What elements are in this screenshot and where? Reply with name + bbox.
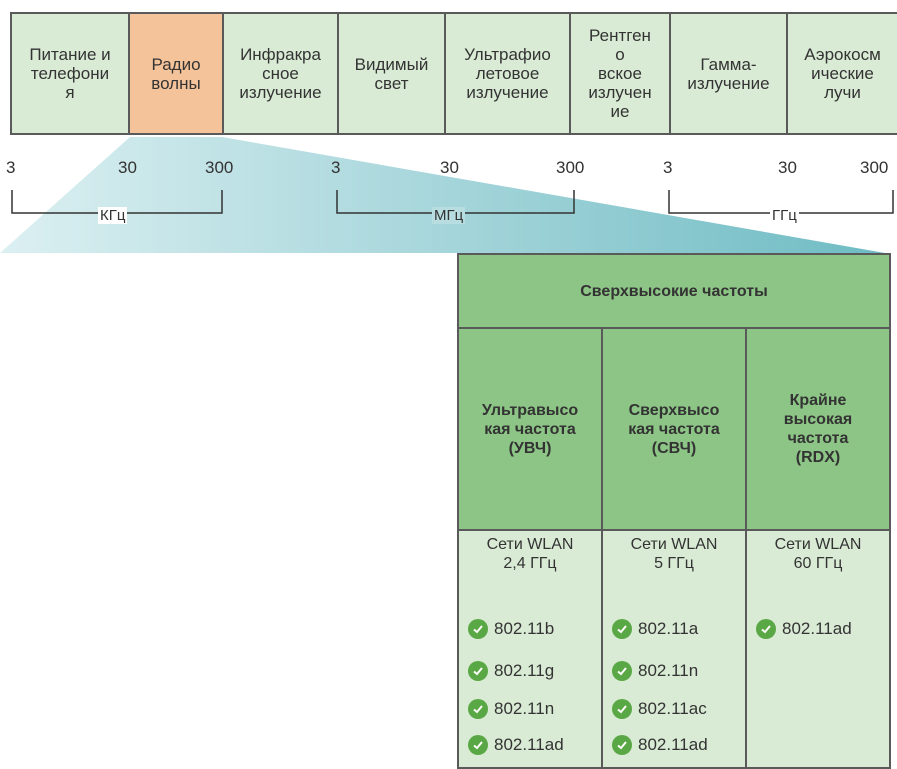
band-label: Гамма- излучение — [687, 54, 770, 93]
band-infrared: Инфракра сное излучение — [222, 12, 337, 135]
tick-label: 300 — [556, 158, 585, 177]
band-label: Питание и телефони я — [29, 45, 111, 102]
column-header-shf: Сверхвысо кая частота (СВЧ) — [601, 327, 747, 531]
column-header-ehf: Крайне высокая частота (RDX) — [745, 327, 891, 531]
check-icon — [468, 735, 488, 755]
column-body-uhf: Сети WLAN 2,4 ГГц — [457, 529, 603, 769]
check-icon — [468, 619, 488, 639]
tick-label: 300 — [860, 158, 889, 177]
standard-label: 802.11ad — [782, 619, 852, 638]
wlan-band-label: Сети WLAN 60 ГГц — [774, 536, 862, 572]
band-xray: Рентген о вское излучен ие — [569, 12, 669, 135]
tick-label: 300 — [205, 158, 234, 177]
band-label: Радио волны — [151, 54, 201, 93]
column-header-label: Ультравысо кая частота (УВЧ) — [481, 401, 579, 457]
band-ultraviolet: Ультрафио летовое излучение — [444, 12, 569, 135]
band-label: Видимый свет — [354, 54, 429, 93]
standard-item: 802.11g — [468, 659, 554, 683]
tick-label: 30 — [118, 158, 137, 177]
check-icon — [612, 661, 632, 681]
check-icon — [612, 619, 632, 639]
band-power: Питание и телефони я — [10, 12, 128, 135]
column-body-ehf: Сети WLAN 60 ГГц — [745, 529, 891, 769]
standard-label: 802.11a — [638, 619, 699, 638]
wlan-band-label: Сети WLAN 2,4 ГГц — [486, 536, 574, 572]
tick-label: 3 — [6, 158, 16, 177]
check-icon — [756, 619, 776, 639]
check-icon — [612, 699, 632, 719]
standard-item: 802.11n — [612, 659, 698, 683]
check-icon — [468, 661, 488, 681]
tick-label: 3 — [331, 158, 341, 177]
standard-item: 802.11b — [468, 617, 554, 641]
zoom-wedge — [0, 137, 885, 253]
standard-label: 802.11g — [494, 661, 555, 680]
standard-label: 802.11n — [494, 699, 555, 718]
standard-label: 802.11ac — [638, 699, 707, 718]
unit-label-khz: КГц — [98, 207, 128, 224]
band-cosmic: Аэрокосм ические лучи — [786, 12, 897, 135]
standard-item: 802.11ad — [612, 733, 708, 757]
check-icon — [612, 735, 632, 755]
tick-label: 30 — [440, 158, 459, 177]
standard-item: 802.11a — [612, 617, 698, 641]
unit-label-ghz: ГГц — [770, 207, 799, 224]
standard-label: 802.11b — [494, 619, 555, 638]
band-label: Аэрокосм ические лучи — [804, 45, 881, 102]
column-header-uhf: Ультравысо кая частота (УВЧ) — [457, 327, 603, 531]
table-title-cell: Сверхвысокие частоты — [457, 253, 891, 329]
column-body-shf: Сети WLAN 5 ГГц — [601, 529, 747, 769]
tick-label: 3 — [663, 158, 673, 177]
tick-label: 30 — [778, 158, 797, 177]
check-icon — [468, 699, 488, 719]
wlan-band-label: Сети WLAN 5 ГГц — [630, 536, 718, 572]
band-label: Рентген о вское излучен ие — [588, 26, 652, 121]
column-header-label: Сверхвысо кая частота (СВЧ) — [628, 401, 720, 457]
standard-label: 802.11ad — [494, 735, 564, 754]
band-label: Ультрафио летовое излучение — [464, 45, 551, 102]
standard-label: 802.11n — [638, 661, 699, 680]
standard-label: 802.11ad — [638, 735, 708, 754]
band-gamma: Гамма- излучение — [669, 12, 786, 135]
band-label: Инфракра сное излучение — [239, 45, 322, 102]
standard-item: 802.11ad — [756, 617, 852, 641]
band-radio: Радио волны — [128, 12, 222, 135]
standard-item: 802.11n — [468, 697, 554, 721]
standard-item: 802.11ad — [468, 733, 564, 757]
band-visible: Видимый свет — [337, 12, 444, 135]
unit-label-mhz: МГц — [432, 207, 466, 224]
column-header-label: Крайне высокая частота (RDX) — [783, 392, 853, 466]
table-title: Сверхвысокие частоты — [580, 282, 768, 300]
standard-item: 802.11ac — [612, 697, 707, 721]
